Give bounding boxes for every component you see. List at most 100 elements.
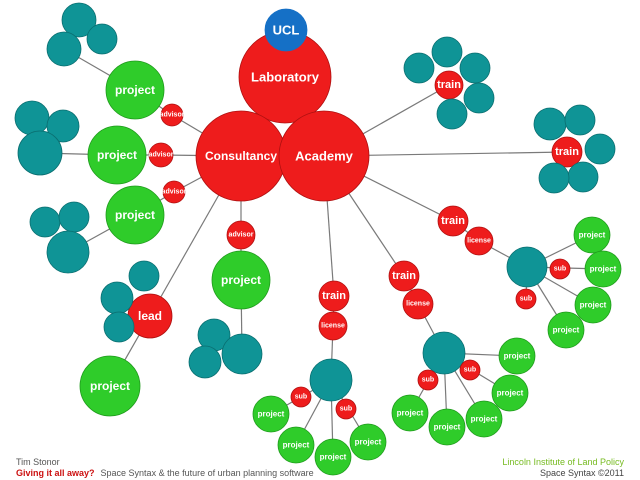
node-circle-train2 [388, 260, 420, 292]
node-q3b: project [277, 426, 315, 464]
node-hub3 [309, 358, 353, 402]
node-circle-t2b [46, 109, 80, 143]
node-circle-t5b [128, 260, 160, 292]
node-label-sub3b: sub [340, 406, 352, 413]
node-q1a: project [573, 216, 611, 254]
node-sub3a: sub [290, 386, 312, 408]
node-circle-ucl [264, 8, 308, 52]
node-circle-p3 [105, 185, 165, 245]
node-circle-train3 [318, 280, 350, 312]
node-lead: lead [127, 293, 173, 339]
node-laboratory: Laboratory [238, 30, 332, 124]
node-label-q1a: project [579, 231, 606, 240]
node-circle-tAb [431, 36, 463, 68]
node-circle-t4b [188, 345, 222, 379]
node-circle-p1 [105, 60, 165, 120]
node-circle-q3c [314, 438, 352, 476]
node-label-sub1a: sub [554, 266, 566, 273]
node-label-q2a: project [504, 352, 531, 361]
node-circle-t3a [29, 206, 61, 238]
node-ucl: UCL [264, 8, 308, 52]
node-label-p5: project [90, 379, 130, 393]
node-label-train3: train [322, 290, 346, 302]
node-label-ucl: UCL [273, 23, 300, 38]
node-p3: project [105, 185, 165, 245]
node-circle-hub1 [506, 246, 548, 288]
node-circle-q2a [498, 337, 536, 375]
node-circle-academy [278, 110, 370, 202]
node-label-q1c: project [580, 301, 607, 310]
presentation-subtitle: Space Syntax & the future of urban plann… [100, 468, 314, 478]
node-t1b [46, 31, 82, 67]
node-circle-q2d [428, 408, 466, 446]
node-label-q2e: project [471, 415, 498, 424]
node-circle-adv3 [162, 180, 186, 204]
node-tAc [459, 52, 491, 84]
node-circle-t1a [61, 2, 97, 38]
node-tBb [564, 104, 596, 136]
node-label-academy: Academy [295, 149, 354, 164]
node-p4: project [211, 250, 271, 310]
node-label-p3: project [115, 208, 155, 222]
node-t5a [100, 281, 134, 315]
node-label-q2b: project [497, 389, 524, 398]
node-circle-t2a [14, 100, 50, 136]
node-adv1: advisor [160, 103, 185, 127]
node-circle-sub3b [335, 398, 357, 420]
node-q2c: project [391, 394, 429, 432]
node-hub2 [422, 331, 466, 375]
node-label-p4: project [221, 273, 261, 287]
node-label-q3b: project [283, 441, 310, 450]
node-circle-tBc [584, 133, 616, 165]
author-name: Tim Stonor [16, 457, 60, 467]
node-circle-t1b [46, 31, 82, 67]
node-train3: train [318, 280, 350, 312]
node-lic2: license [402, 288, 434, 320]
node-label-q2d: project [434, 423, 461, 432]
node-circle-adv1 [160, 103, 184, 127]
node-circle-lic1 [464, 226, 494, 256]
node-t2b [46, 109, 80, 143]
node-tBc [584, 133, 616, 165]
node-circle-lic3 [318, 311, 348, 341]
node-circle-sub1b [515, 288, 537, 310]
node-sub2a: sub [417, 369, 439, 391]
node-circle-p5 [79, 355, 141, 417]
node-adv2: advisor [148, 142, 174, 168]
node-circle-sub2b [459, 359, 481, 381]
node-t2c [17, 130, 63, 176]
node-label-q1b: project [590, 265, 617, 274]
node-circle-train1 [437, 205, 469, 237]
node-circle-tBa [533, 107, 567, 141]
node-hub1 [506, 246, 548, 288]
node-q2a: project [498, 337, 536, 375]
node-label-lic3: license [321, 323, 345, 330]
node-tAa [403, 52, 435, 84]
node-train2: train [388, 260, 420, 292]
node-circle-q1c [574, 286, 612, 324]
node-label-sub2a: sub [422, 377, 434, 384]
node-circle-tAd [463, 82, 495, 114]
node-label-trainB: train [555, 146, 579, 158]
node-circle-q2e [465, 400, 503, 438]
node-label-adv1: advisor [160, 112, 185, 119]
node-q2e: project [465, 400, 503, 438]
node-circle-lic2 [402, 288, 434, 320]
node-circle-adv2 [148, 142, 174, 168]
node-tAd [463, 82, 495, 114]
node-circle-tAa [403, 52, 435, 84]
node-consultancy: Consultancy [195, 110, 287, 202]
node-q1c: project [574, 286, 612, 324]
node-p1: project [105, 60, 165, 120]
node-circle-t5a [100, 281, 134, 315]
node-circle-tAc [459, 52, 491, 84]
node-academy: Academy [278, 110, 370, 202]
node-q3c: project [314, 438, 352, 476]
node-q1d: project [547, 311, 585, 349]
node-circle-q2b [491, 374, 529, 412]
node-p2: project [87, 125, 147, 185]
node-circle-trainB [551, 136, 583, 168]
node-label-adv2: advisor [149, 152, 174, 159]
node-label-p1: project [115, 83, 155, 97]
